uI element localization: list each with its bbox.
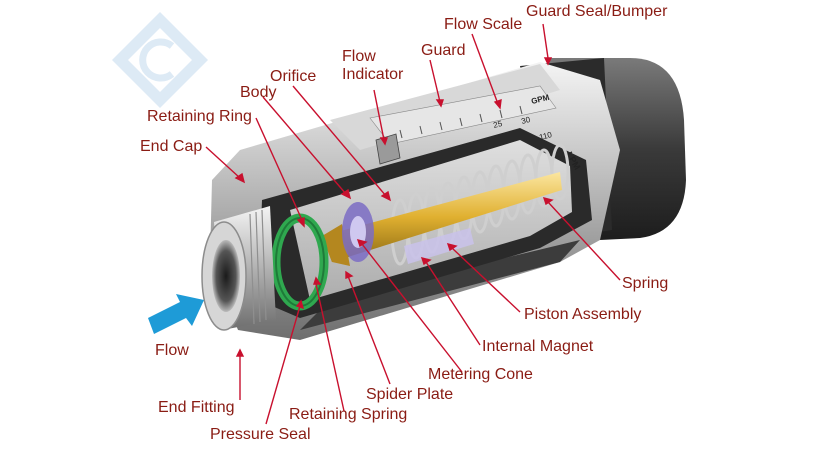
label-retaining-spring: Retaining Spring	[289, 406, 408, 423]
label-metering-cone: Metering Cone	[428, 366, 533, 383]
label-retaining-ring: Retaining Ring	[147, 108, 252, 125]
label-body: Body	[240, 84, 277, 101]
flow-indicator	[375, 133, 401, 165]
label-flow-scale: Flow Scale	[444, 16, 523, 33]
label-spring: Spring	[622, 275, 669, 292]
label-orifice: Orifice	[270, 68, 317, 85]
scale-30-text: 30	[520, 115, 531, 126]
label-flow: Flow	[155, 342, 189, 359]
label-end-fitting: End Fitting	[158, 399, 235, 416]
scale-25-text: 25	[492, 119, 503, 130]
label-end-cap: End Cap	[140, 138, 203, 155]
label-internal-magnet: Internal Magnet	[482, 338, 594, 355]
leader-lines	[205, 23, 621, 425]
flow-arrow-icon	[148, 294, 204, 334]
label-spider-plate: Spider Plate	[366, 386, 454, 403]
watermark-logo-icon	[112, 12, 208, 108]
piston-assembly	[404, 228, 474, 264]
scale-110-text: 110	[538, 130, 553, 142]
label-pressure-seal: Pressure Seal	[210, 426, 311, 443]
scale-gpm-text: GPM	[530, 93, 550, 106]
label-flow-indicator-line2: Indicator	[342, 66, 404, 83]
end-fitting	[201, 206, 276, 331]
label-guard: Guard	[421, 42, 466, 59]
spider-plate	[342, 202, 374, 262]
label-guard-seal-bumper: Guard Seal/Bumper	[526, 3, 668, 20]
label-piston-assembly: Piston Assembly	[524, 306, 642, 323]
label-flow-indicator-line1: Flow	[342, 48, 376, 65]
